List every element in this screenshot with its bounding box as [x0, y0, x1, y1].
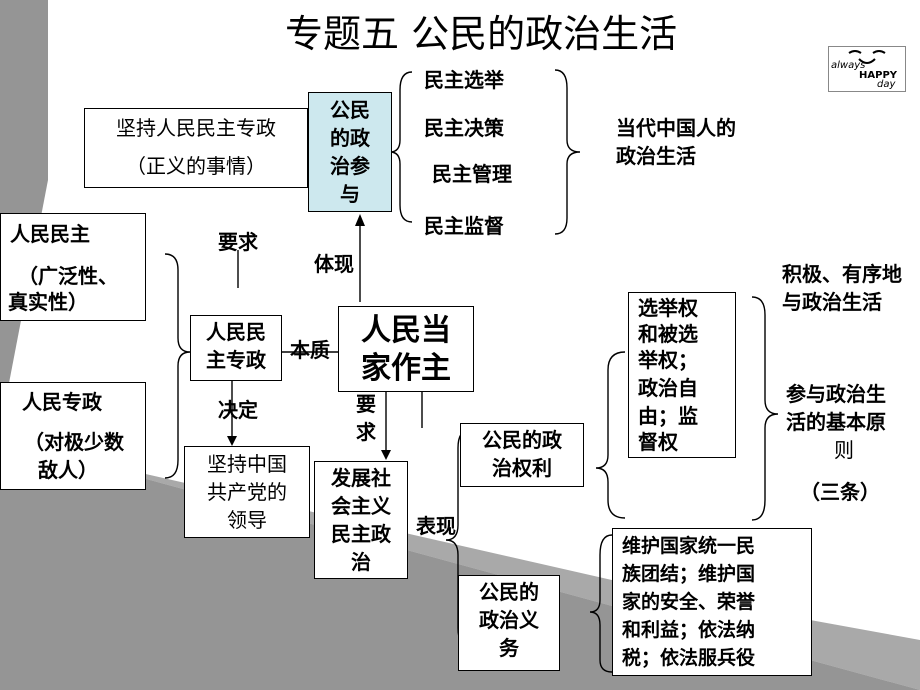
political-participation-box	[308, 92, 392, 212]
edge-label-require-top: 要求	[218, 230, 258, 254]
develop-socialist-democracy-box	[314, 461, 408, 579]
political-rights-line-1: 公民的政	[482, 428, 562, 452]
political-rights-line-2: 治权利	[492, 456, 552, 480]
principle-line-2: 与政治生活	[782, 290, 882, 314]
political-duties-line-1: 公民的	[479, 580, 539, 604]
page-title: 专题五 公民的政治生活	[285, 12, 678, 56]
logo-text-1: always	[831, 60, 866, 71]
edge-label-embody: 体现	[314, 252, 354, 276]
participation-line-2: 的政	[330, 126, 370, 150]
contemporary-life-line-1: 当代中国人的	[616, 116, 736, 140]
develop-line-1: 发展社	[331, 466, 391, 490]
broad-label: （广泛性、	[18, 264, 118, 288]
duties-detail-line-4: 和利益；依法纳	[622, 619, 756, 641]
principle-line-6: （三条）	[800, 480, 880, 504]
participation-line-3: 治参	[330, 154, 370, 178]
principle-line-3: 参与政治生	[786, 382, 886, 406]
party-leadership-box	[184, 446, 310, 538]
duties-detail-line-3: 家的安全、荣誉	[622, 591, 756, 613]
logo-text-3: day	[877, 79, 896, 90]
principle-line-1: 积极、有序地	[782, 262, 902, 286]
principle-line-4: 活的基本原	[786, 410, 886, 434]
principle-line-5: 则	[834, 438, 854, 462]
item-democratic-election: 民主选举	[424, 68, 504, 92]
rights-detail-line-4: 政治自	[638, 376, 698, 400]
contemporary-life-line-2: 政治生活	[616, 144, 696, 168]
rights-detail-line-2: 和被选	[638, 322, 698, 346]
rights-detail-line-5: 由；监	[638, 404, 698, 428]
genuine-label: 真实性）	[8, 290, 88, 314]
edge-label-decide: 决定	[218, 398, 258, 422]
political-rights-box	[460, 423, 584, 487]
develop-line-4: 治	[351, 550, 371, 574]
participation-line-1: 公民	[330, 98, 370, 122]
party-leadership-line-3: 领导	[227, 508, 267, 532]
logo-text-2: HAPPY	[859, 70, 898, 81]
edge-label-essence: 本质	[290, 338, 330, 362]
political-duties-line-2: 政治义	[479, 608, 539, 632]
develop-line-2: 会主义	[331, 494, 391, 518]
political-duties-box	[458, 575, 560, 671]
party-leadership-line-1: 坚持中国	[207, 452, 287, 476]
enemies-label: 敌人）	[38, 458, 98, 482]
item-democratic-management: 民主管理	[432, 162, 512, 186]
peoples-dictatorship-box	[0, 382, 146, 490]
peoples-dictatorship-label: 人民专政	[22, 390, 102, 414]
always-happy-day-logo: always HAPPY day	[828, 46, 906, 92]
just-cause-label: （正义的事情）	[126, 154, 266, 178]
participation-line-4: 与	[340, 182, 360, 206]
democratic-dictatorship-line-2: 主专政	[206, 348, 266, 372]
people-masters-line-1: 人民当	[361, 313, 451, 348]
edge-label-require-mid-2: 求	[356, 420, 376, 444]
duties-detail-line-2: 族团结；维护国	[622, 563, 756, 585]
democratic-dictatorship-line-1: 人民民	[206, 320, 266, 344]
duties-detail-line-5: 税；依法服兵役	[622, 647, 756, 669]
rights-detail-line-1: 选举权	[638, 296, 698, 320]
edge-label-require-mid-1: 要	[356, 392, 376, 416]
political-duties-line-3: 务	[499, 636, 519, 660]
people-masters-box	[338, 306, 474, 392]
few-enemies-label: （对极少数	[24, 430, 124, 454]
rights-detail-box	[628, 292, 736, 458]
uphold-dictatorship-label: 坚持人民民主专政	[116, 116, 276, 140]
smiley-face-icon	[848, 50, 886, 64]
duties-detail-line-1: 维护国家统一民	[622, 535, 756, 557]
item-democratic-supervision: 民主监督	[424, 214, 504, 238]
edge-label-manifest: 表现	[416, 514, 456, 538]
peoples-democracy-label: 人民民主	[10, 222, 90, 246]
duties-detail-box	[612, 528, 812, 676]
rights-detail-line-3: 举权；	[638, 348, 698, 372]
democratic-dictatorship-box	[190, 315, 282, 381]
people-masters-line-2: 家作主	[361, 351, 451, 386]
peoples-democracy-box	[0, 213, 146, 321]
party-leadership-line-2: 共产党的	[207, 480, 287, 504]
item-democratic-decision: 民主决策	[424, 116, 504, 140]
rights-detail-line-6: 督权	[638, 430, 678, 454]
develop-line-3: 民主政	[331, 522, 391, 546]
uphold-peoples-democratic-dictatorship-box	[84, 108, 308, 188]
